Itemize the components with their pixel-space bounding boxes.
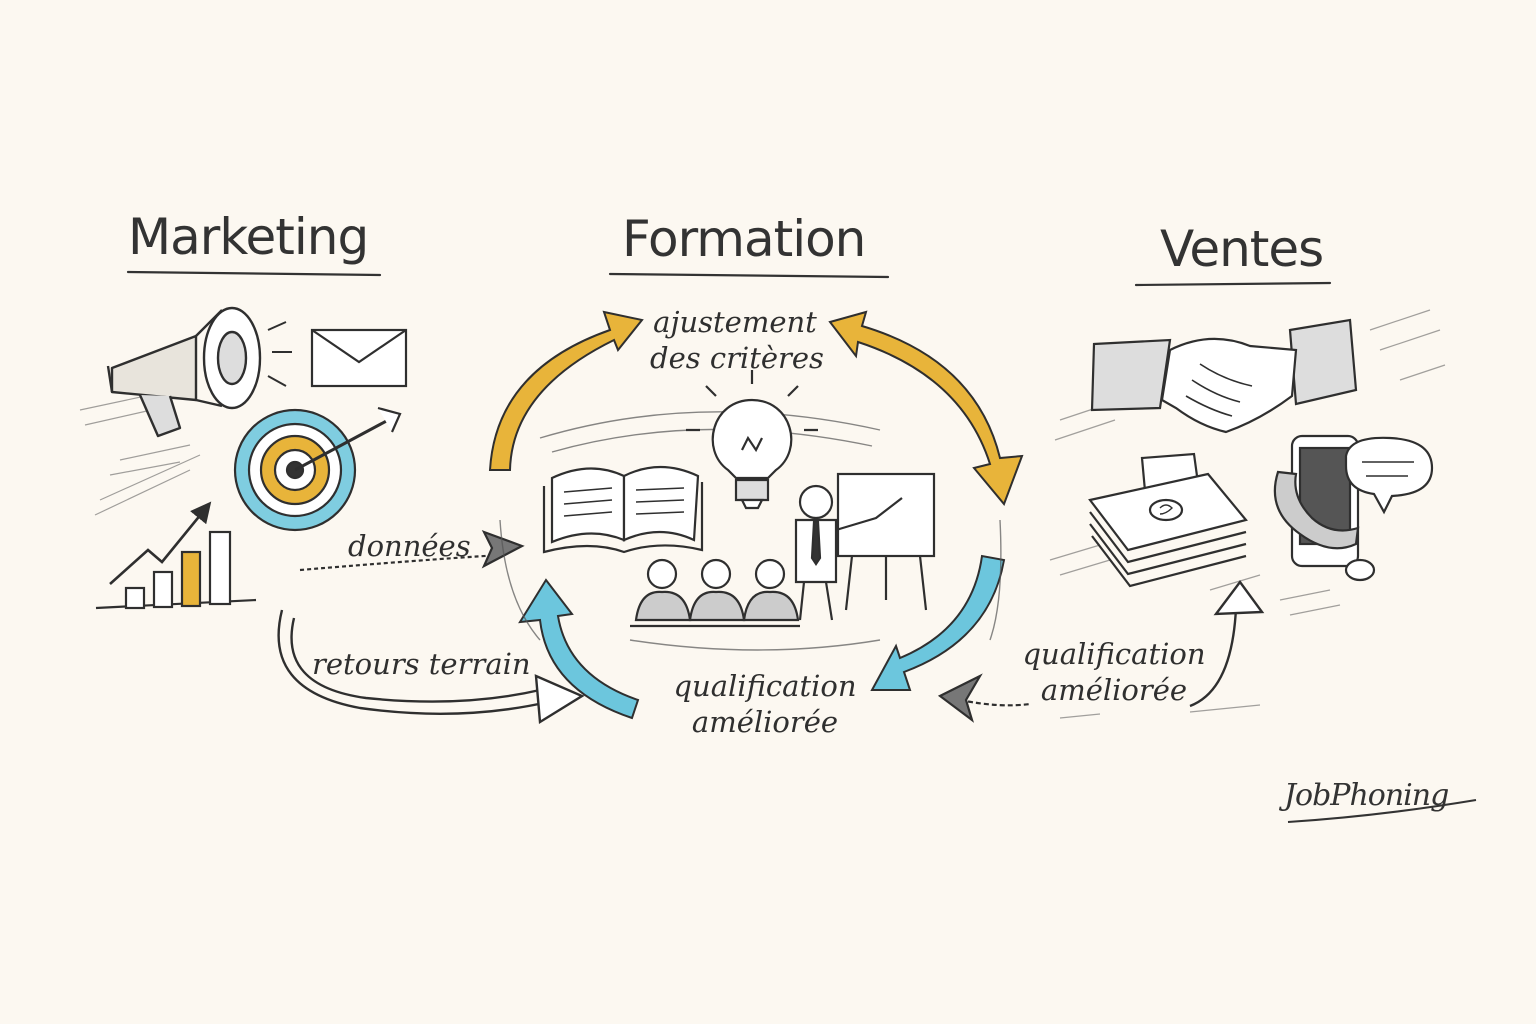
- heading-marketing: Marketing: [128, 208, 369, 266]
- label-qualification-center-line1: qualification: [673, 669, 857, 703]
- label-ajustement-line2: des critères: [650, 341, 824, 375]
- bar-chart-icon: [95, 501, 257, 610]
- cycle-arrow-yellow-right: [828, 310, 1024, 506]
- lightbulb-icon: [686, 370, 818, 510]
- target-icon: [233, 406, 402, 532]
- label-retours-terrain: retours terrain: [312, 647, 531, 681]
- cycle-arrow-blue-left: [518, 578, 640, 720]
- cycle-sketch-lines: [499, 411, 1002, 651]
- audience-icon: [630, 558, 800, 628]
- label-ajustement-line1: ajustement: [653, 305, 817, 339]
- label-ajustement: ajustement des critères: [650, 304, 824, 376]
- phone-icon: [1273, 434, 1376, 582]
- envelope-icon: [310, 328, 408, 388]
- arrow-qualification-to-ventes: [1189, 579, 1265, 708]
- label-qualification-right: qualification améliorée: [1016, 636, 1212, 708]
- heading-formation: Formation: [622, 210, 866, 268]
- heading-underlines: [126, 270, 1332, 287]
- arrow-retours-terrain: [277, 609, 585, 725]
- heading-ventes: Ventes: [1160, 220, 1324, 278]
- megaphone-icon: [106, 306, 292, 438]
- cycle-arrow-blue-right: [870, 554, 1006, 691]
- chat-bubble-icon: [1344, 436, 1434, 515]
- presenter-icon: [794, 472, 936, 621]
- sketch-hatching: [79, 309, 1446, 719]
- book-icon: [542, 466, 704, 554]
- label-donnees: données: [348, 529, 471, 563]
- label-qualification-center: qualification améliorée: [670, 668, 860, 740]
- money-icon: [1088, 452, 1248, 588]
- handshake-icon: [1090, 318, 1358, 434]
- arrow-qualification-to-formation: [937, 673, 1031, 723]
- brand-underline: [1287, 799, 1477, 823]
- label-qualification-center-line2: améliorée: [691, 705, 839, 739]
- label-qualification-right-line1: qualification: [1022, 637, 1206, 671]
- label-qualification-right-line2: améliorée: [1040, 673, 1188, 707]
- cycle-arrow-yellow-left: [488, 310, 644, 471]
- brand-logo: JobPhoning: [1284, 778, 1449, 813]
